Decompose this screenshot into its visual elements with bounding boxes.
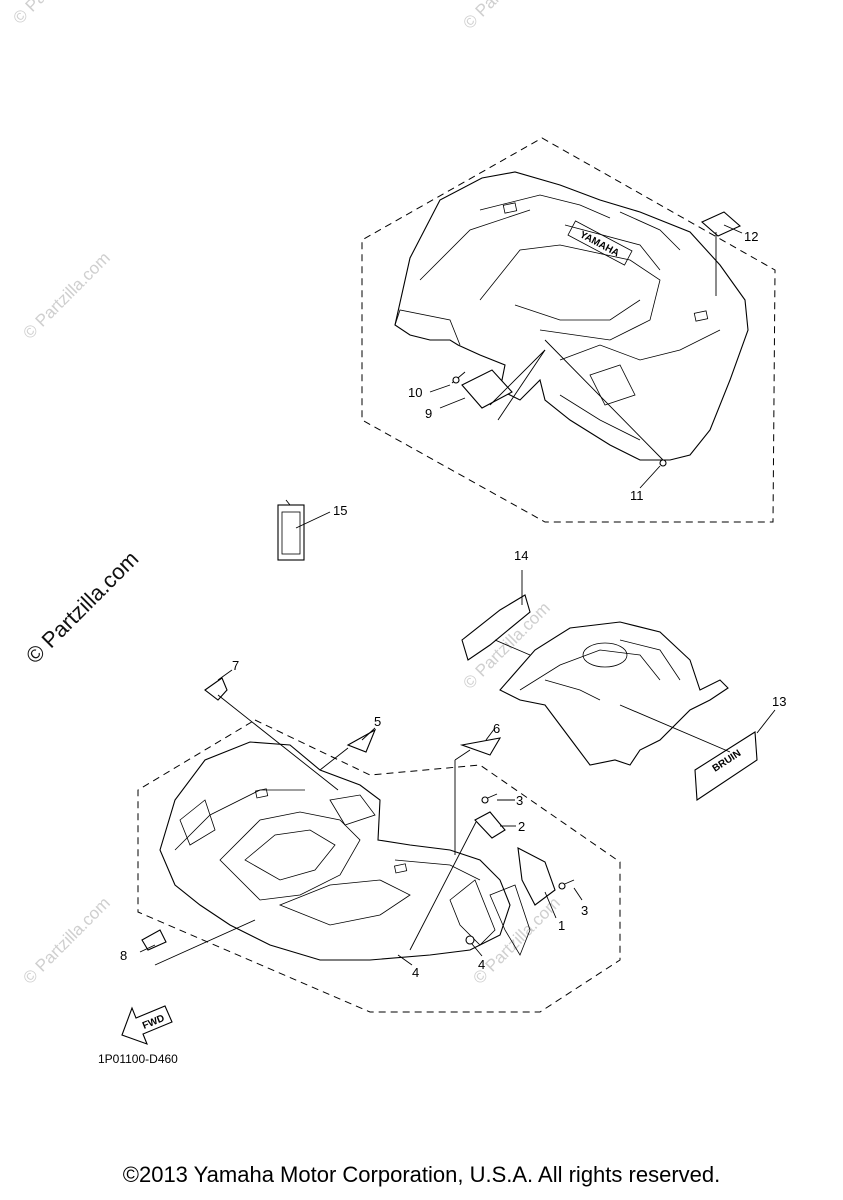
callout-numbers: 1 2 3 3 4 4 5 6 7 8 9 10 11 12 13 14 15 [120,229,786,980]
callout-7: 7 [232,658,239,673]
front-fender [159,741,531,961]
rear-plate-9 [461,369,513,409]
callout-12: 12 [744,229,758,244]
leader-11 [639,465,661,489]
decal-14 [461,594,531,661]
leader-5-b [319,747,349,771]
label-12 [700,211,742,237]
rear-fender-group-boundary [361,137,776,523]
leader-4-left [397,954,413,966]
callout-5: 5 [374,714,381,729]
callout-3-upper: 3 [516,793,523,808]
leader-14-b [494,639,531,656]
callout-9: 9 [425,406,432,421]
label-6 [459,737,502,756]
callout-10: 10 [408,385,422,400]
front-fender-group-boundary [137,719,621,1013]
label-8 [141,929,167,951]
callout-14: 14 [514,548,528,563]
leader-13-b [619,704,731,753]
clip-11 [659,459,667,467]
nut-4-right [465,935,475,945]
decal-13: BRUIN [694,731,758,801]
leader-7 [217,694,339,791]
watermark-faint-1: © Partzilla.com [19,248,113,342]
leader-2-b [409,821,477,951]
leader-6 [485,727,496,741]
bracket-2 [474,811,506,839]
leader-13 [756,709,776,734]
screw-3-lower [558,879,575,890]
leader-11-b [544,339,664,461]
leader-6-b [454,749,471,761]
screw-3-upper [481,793,498,804]
leader-12 [723,224,743,234]
callout-11: 11 [630,488,644,503]
leader-3-lower [573,887,583,901]
leader-4-right [471,943,483,957]
leader-15 [295,511,331,529]
copyright-notice: ©2013 Yamaha Motor Corporation, U.S.A. A… [122,1162,721,1187]
label-15 [277,499,305,561]
screw-10 [451,371,466,384]
watermark-main: © Partzilla.com [21,546,144,669]
callout-13: 13 [772,694,786,709]
callout-3-lower: 3 [581,903,588,918]
callout-8: 8 [120,948,127,963]
watermark-faint-5: © Partzilla.com [459,0,553,33]
watermark-faint-6: © Partzilla.com [9,0,103,28]
callout-2: 2 [518,819,525,834]
leader-1 [544,891,557,919]
leader-5 [361,727,376,741]
leader-9-a [489,349,546,406]
callout-4-left: 4 [412,965,419,980]
callout-6: 6 [493,721,500,736]
label-5 [346,728,377,753]
leader-10 [429,384,451,393]
watermark-faint-3: © Partzilla.com [19,893,113,987]
rear-fender: YAMAHA [394,171,749,461]
leader-7-b [217,669,233,681]
leader-9 [439,397,466,409]
panel-1 [517,847,556,906]
callout-1: 1 [558,918,565,933]
callout-15: 15 [333,503,347,518]
fwd-arrow-icon: FWD [121,1005,173,1045]
callout-4-right: 4 [478,957,485,972]
emblem-7 [204,677,228,701]
diagram-code: 1P01100-D460 [98,1052,178,1066]
front-cover [499,621,729,766]
leader-8 [139,944,156,953]
leader-8-b [154,919,256,966]
leader-9-b [497,349,546,421]
